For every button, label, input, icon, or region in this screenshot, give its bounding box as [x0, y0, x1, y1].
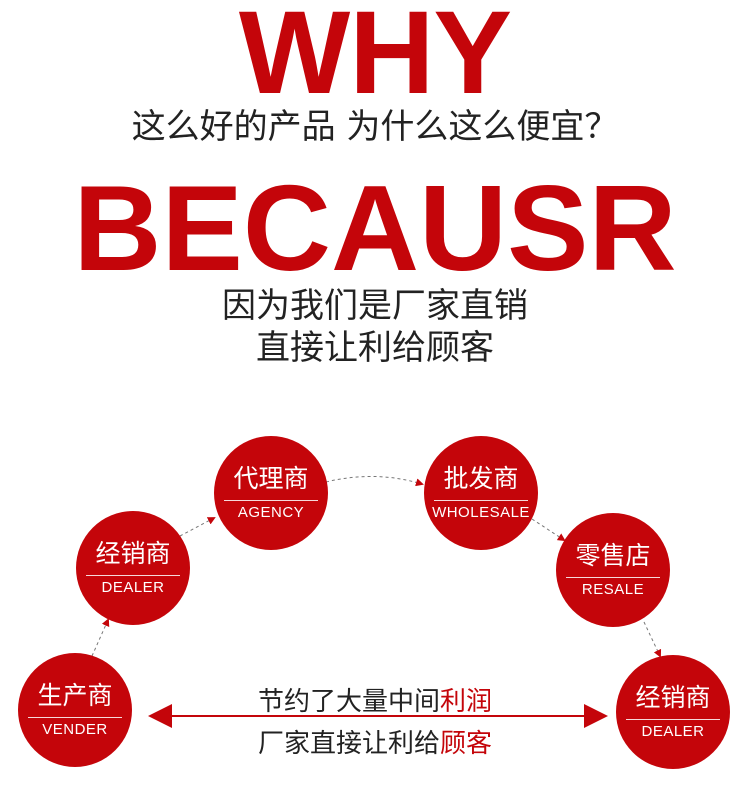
- direct-line: 厂家直接让利给顾客: [0, 728, 750, 760]
- savings-line-prefix: 节约了大量中间: [257, 687, 440, 717]
- why-headline: WHY: [238, 0, 512, 119]
- node-agency-en: AGENCY: [237, 504, 305, 521]
- node-resale-zh: 零售店: [575, 541, 651, 570]
- node-wholesale: 批发商 WHOLESALE: [424, 436, 538, 550]
- direct-line-highlight: 顾客: [440, 729, 493, 759]
- node-divider: [86, 575, 180, 576]
- node-dealer-2: 经销商 DEALER: [616, 655, 730, 769]
- node-divider: [224, 500, 318, 501]
- arrow-vender-dealer: [91, 618, 110, 657]
- arrow-wholesale-resale: [531, 518, 566, 542]
- node-wholesale-en: WHOLESALE: [432, 504, 530, 521]
- node-agency-zh: 代理商: [233, 464, 309, 493]
- node-divider: [28, 717, 122, 718]
- answer-line-1: 因为我们是厂家直销: [222, 286, 528, 326]
- node-resale-en: RESALE: [581, 581, 645, 598]
- savings-line: 节约了大量中间利润: [0, 686, 750, 718]
- node-dealer-1-en: DEALER: [101, 579, 165, 596]
- arrow-agency-wholesale: [325, 476, 424, 487]
- node-dealer-1: 经销商 DEALER: [76, 511, 190, 625]
- question-text: 这么好的产品 为什么这么便宜？: [131, 107, 619, 147]
- arrow-dealer-agency: [179, 517, 216, 537]
- node-agency: 代理商 AGENCY: [214, 436, 328, 550]
- node-divider: [566, 577, 660, 578]
- node-divider: [626, 719, 720, 720]
- savings-line-highlight: 利润: [440, 687, 493, 717]
- node-vender-zh: 生产商: [37, 681, 113, 710]
- arrow-resale-dealer: [643, 621, 662, 658]
- node-divider: [434, 500, 528, 501]
- direct-line-prefix: 厂家直接让利给: [257, 729, 440, 759]
- answer-line-2: 直接让利给顾客: [256, 328, 494, 368]
- node-vender-en: VENDER: [42, 721, 108, 738]
- node-dealer-2-en: DEALER: [641, 723, 705, 740]
- node-vender: 生产商 VENDER: [18, 653, 132, 767]
- node-dealer-1-zh: 经销商: [95, 539, 171, 568]
- node-dealer-2-zh: 经销商: [635, 683, 711, 712]
- because-headline: BECAUSR: [73, 160, 677, 296]
- node-wholesale-zh: 批发商: [443, 464, 519, 493]
- node-resale: 零售店 RESALE: [556, 513, 670, 627]
